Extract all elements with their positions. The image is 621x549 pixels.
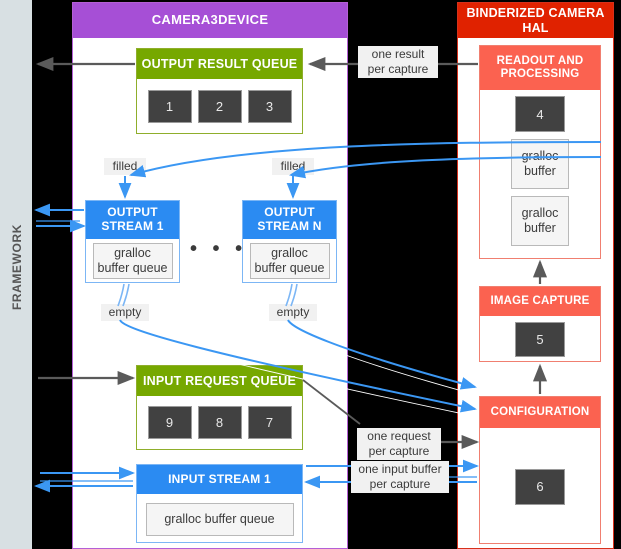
result-chip: 1 xyxy=(147,89,192,123)
output-result-queue-chips: 1 2 3 xyxy=(137,79,302,133)
configuration-title: CONFIGURATION xyxy=(480,397,600,428)
configuration-card[interactable]: CONFIGURATION 6 xyxy=(479,396,601,544)
empty-label-stream-n: empty xyxy=(269,304,317,321)
one-input-buffer-per-capture-label: one input buffer per capture xyxy=(351,461,449,493)
result-chip: 2 xyxy=(197,89,242,123)
input-request-queue-card[interactable]: INPUT REQUEST QUEUE 9 8 7 xyxy=(136,365,303,450)
output-stream-1-card[interactable]: OUTPUT STREAM 1 gralloc buffer queue xyxy=(85,200,180,283)
image-capture-card[interactable]: IMAGE CAPTURE 5 xyxy=(479,286,601,362)
hal-header: BINDERIZED CAMERA HAL xyxy=(458,3,613,38)
request-chip: 7 xyxy=(247,406,292,439)
readout-and-processing-title: READOUT AND PROCESSING xyxy=(480,46,600,90)
input-request-queue-chips: 9 8 7 xyxy=(137,396,302,449)
one-request-per-capture-label: one request per capture xyxy=(357,428,441,460)
empty-label-stream-1: empty xyxy=(101,304,149,321)
output-stream-1-title: OUTPUT STREAM 1 xyxy=(86,201,179,239)
output-stream-1-gralloc-buffer-queue: gralloc buffer queue xyxy=(92,242,173,279)
image-capture-chip: 5 xyxy=(515,322,565,357)
stream-ellipsis: • • • xyxy=(190,238,248,260)
readout-and-processing-body: 4 gralloc buffer gralloc buffer xyxy=(480,90,600,260)
one-result-per-capture-label: one result per capture xyxy=(358,46,438,78)
result-chip: 3 xyxy=(247,89,292,123)
input-stream-1-gralloc-buffer-queue: gralloc buffer queue xyxy=(145,502,294,536)
input-stream-1-title: INPUT STREAM 1 xyxy=(137,465,302,494)
request-chip: 8 xyxy=(197,406,242,439)
configuration-body: 6 xyxy=(480,428,600,545)
input-stream-1-body: gralloc buffer queue xyxy=(137,494,302,544)
readout-chip: 4 xyxy=(515,96,565,132)
output-stream-1-body: gralloc buffer queue xyxy=(86,239,179,282)
output-result-queue-card[interactable]: OUTPUT RESULT QUEUE 1 2 3 xyxy=(136,48,303,134)
filled-label-stream-n: filled xyxy=(272,158,314,175)
configuration-chip: 6 xyxy=(515,468,565,505)
output-stream-n-body: gralloc buffer queue xyxy=(243,239,336,282)
image-capture-body: 5 xyxy=(480,316,600,363)
camera3device-header: CAMERA3DEVICE xyxy=(73,3,347,38)
input-request-queue-title: INPUT REQUEST QUEUE xyxy=(137,366,302,396)
hal-gralloc-buffer: gralloc buffer xyxy=(511,196,569,246)
input-stream-1-card[interactable]: INPUT STREAM 1 gralloc buffer queue xyxy=(136,464,303,543)
framework-label: FRAMEWORK xyxy=(10,223,24,311)
output-stream-n-gralloc-buffer-queue: gralloc buffer queue xyxy=(249,242,330,279)
request-chip: 9 xyxy=(147,406,192,439)
readout-and-processing-card[interactable]: READOUT AND PROCESSING 4 gralloc buffer … xyxy=(479,45,601,259)
hal-gralloc-buffer: gralloc buffer xyxy=(511,139,569,189)
output-stream-n-title: OUTPUT STREAM N xyxy=(243,201,336,239)
filled-label-stream-1: filled xyxy=(104,158,146,175)
output-result-queue-title: OUTPUT RESULT QUEUE xyxy=(137,49,302,79)
image-capture-title: IMAGE CAPTURE xyxy=(480,287,600,316)
output-stream-n-card[interactable]: OUTPUT STREAM N gralloc buffer queue xyxy=(242,200,337,283)
framework-column: FRAMEWORK xyxy=(0,0,32,549)
